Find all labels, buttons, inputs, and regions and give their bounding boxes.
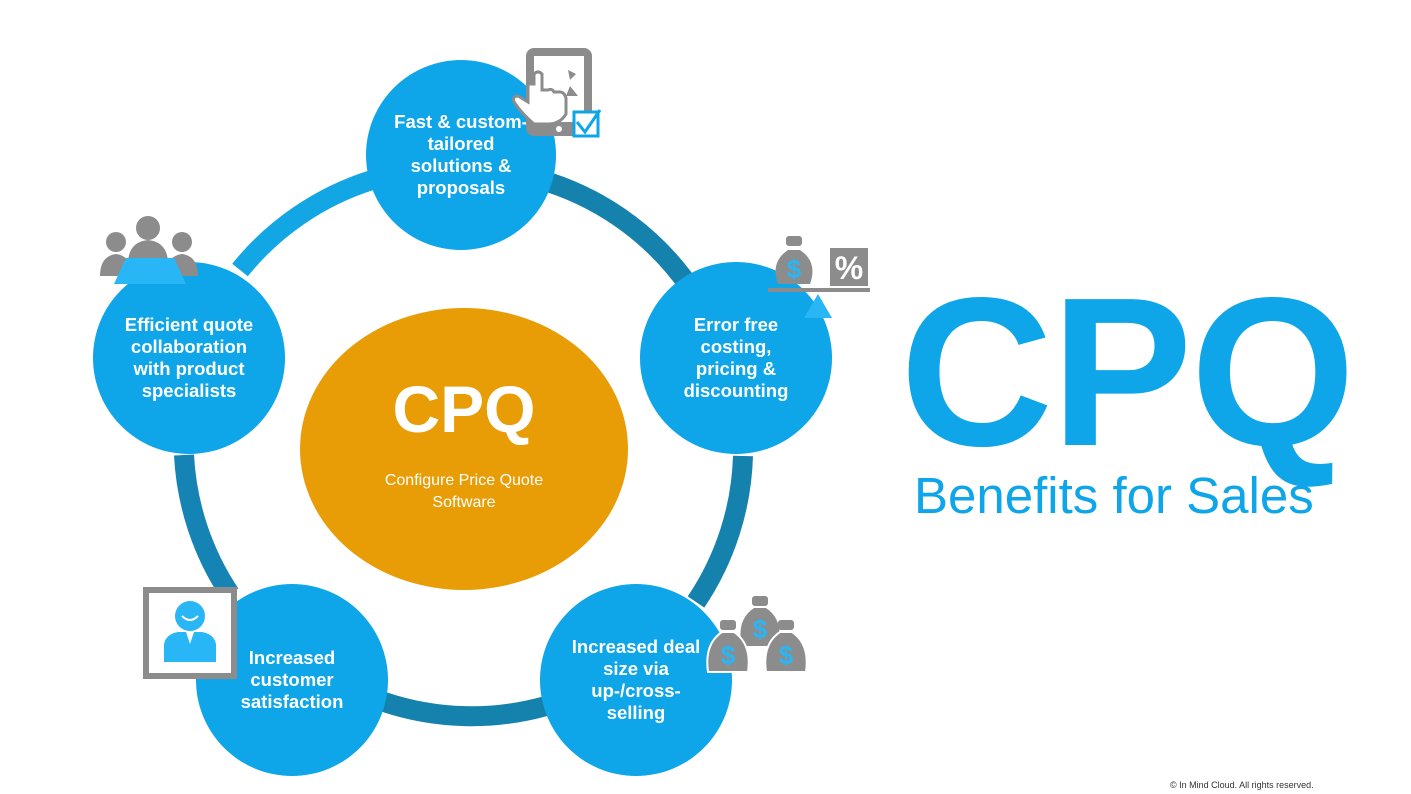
team-meeting-icon (100, 216, 198, 284)
dollar-sign: $ (787, 254, 802, 284)
ring-segment-bottom (380, 692, 549, 727)
ring-segment-right-bottom (687, 455, 753, 608)
benefit-label: Fast & custom-tailored solutions & propo… (394, 111, 528, 198)
benefit-node-deal-size: Increased deal size via up-/cross-sellin… (540, 584, 732, 776)
benefit-label: Increased customer satisfaction (240, 647, 344, 712)
dollar-sign: $ (779, 640, 794, 670)
benefit-node-error-free-pricing: Error free costing, pricing & discountin… (640, 262, 832, 454)
main-heading: CPQ (900, 253, 1355, 490)
benefit-label: Efficient quote collaboration with produ… (124, 314, 254, 401)
benefit-node-collaboration: Efficient quote collaboration with produ… (93, 262, 285, 454)
copyright-notice: © In Mind Cloud. All rights reserved. (1170, 780, 1314, 790)
percent-sign: % (835, 250, 863, 286)
dollar-sign: $ (721, 640, 736, 670)
benefit-label: Error free costing, pricing & discountin… (683, 314, 789, 401)
customer-portrait-icon (143, 587, 237, 679)
money-bags-icon: $ $ $ (706, 596, 808, 673)
ring-segment-top-right (547, 173, 698, 292)
ring-segment-left-bottom (174, 454, 239, 600)
dollar-sign: $ (753, 614, 768, 644)
benefit-node-fast-solutions: Fast & custom-tailored solutions & propo… (366, 60, 556, 250)
ring-segment-left-top (232, 170, 376, 277)
money-percent-scale-icon: $ % (768, 236, 870, 318)
benefit-node-customer-satisfaction: Increased customer satisfaction (196, 584, 388, 776)
center-title: CPQ (392, 372, 536, 446)
main-subtitle: Benefits for Sales (914, 467, 1314, 524)
benefit-label: Increased deal size via up-/cross-sellin… (571, 636, 701, 723)
touch-tablet-icon (512, 48, 602, 138)
center-subtitle: Configure Price Quote Software (384, 472, 544, 511)
center-circle: CPQ Configure Price Quote Software (300, 308, 628, 590)
